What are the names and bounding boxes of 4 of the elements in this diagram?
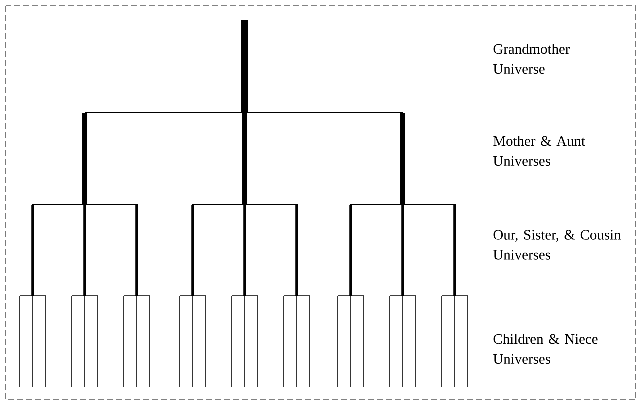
level-label: Grandmother Universe xyxy=(494,44,570,74)
level-label: Children & Niece Universes xyxy=(494,334,598,364)
level-label: Our, Sister, & Cousin Universes xyxy=(494,230,622,260)
level-label: Mother & Aunt Universes xyxy=(494,136,586,166)
